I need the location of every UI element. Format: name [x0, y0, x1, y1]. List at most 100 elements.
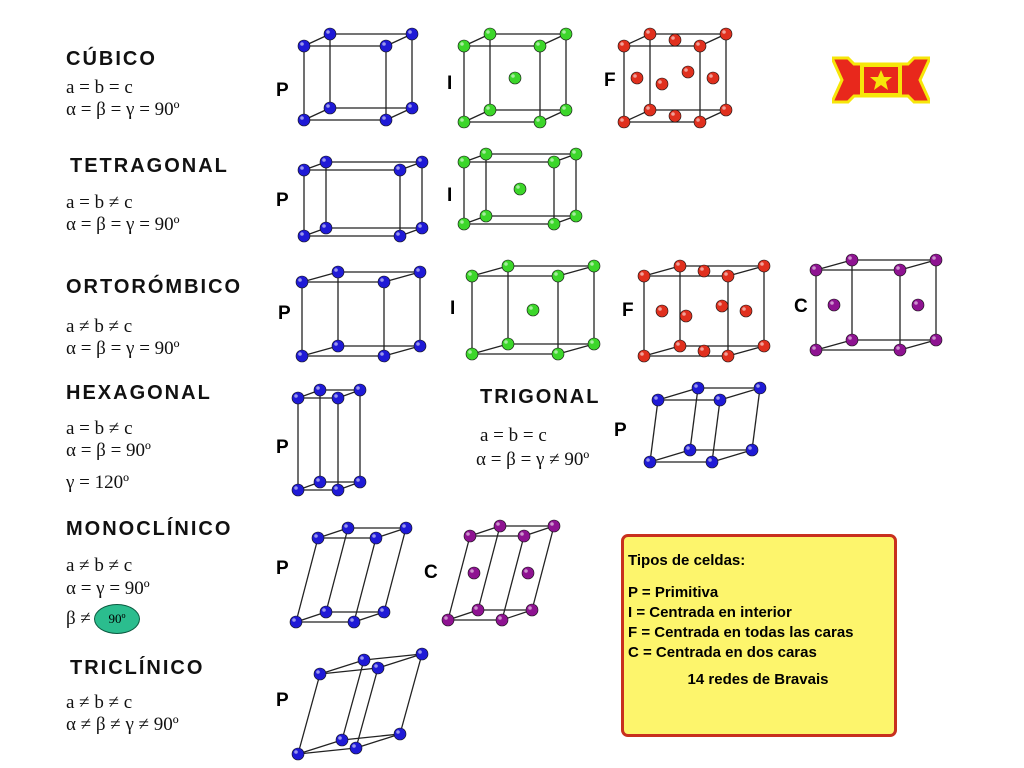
atom-highlight	[496, 522, 500, 526]
ortorombico-c-cell	[809, 253, 944, 358]
cubico-p-cell	[297, 27, 420, 128]
tetragonal-i-cell	[457, 147, 584, 232]
atom	[673, 339, 687, 353]
atom-highlight	[550, 158, 554, 162]
atom-highlight	[326, 104, 330, 108]
atom	[331, 339, 345, 353]
atom-highlight	[418, 224, 422, 228]
atom-highlight	[760, 342, 764, 346]
monoclinico-param-0: a ≠ b ≠ c	[66, 555, 133, 576]
atom	[319, 155, 333, 169]
atom-highlight	[470, 569, 474, 573]
atom	[893, 263, 907, 277]
atom-highlight	[334, 486, 338, 490]
atom-highlight	[468, 350, 472, 354]
atom	[547, 155, 561, 169]
atom	[809, 343, 823, 357]
cubico-i-label: I	[447, 73, 453, 94]
atom-highlight	[572, 150, 576, 154]
atom	[353, 475, 367, 489]
atom-highlight	[418, 158, 422, 162]
triclinico-title: TRICLÍNICO	[70, 657, 205, 679]
atom	[313, 383, 327, 397]
atom	[319, 605, 333, 619]
atom	[297, 113, 311, 127]
atom	[706, 71, 720, 85]
atom-highlight	[338, 736, 342, 740]
atom	[715, 299, 729, 313]
atom-highlight	[504, 262, 508, 266]
atom-highlight	[382, 42, 386, 46]
tetragonal-p-cell	[297, 155, 430, 244]
atom-highlight	[696, 118, 700, 122]
legend-footer: 14 redes de Bravais	[687, 671, 829, 688]
atom	[745, 443, 759, 457]
atom	[405, 101, 419, 115]
atom	[697, 344, 711, 358]
atom	[331, 483, 345, 497]
atom	[911, 298, 925, 312]
atom-highlight	[396, 730, 400, 734]
atom-highlight	[516, 185, 520, 189]
atom	[479, 147, 493, 161]
ortorombico-title: ORTORÓMBICO	[66, 276, 243, 298]
atom	[377, 275, 391, 289]
monoclinico-param-1: α = γ = 90º	[66, 578, 150, 599]
atom	[323, 27, 337, 41]
cubico-f-label: F	[604, 70, 616, 91]
atom-highlight	[812, 266, 816, 270]
atom-highlight	[316, 386, 320, 390]
atom-highlight	[718, 302, 722, 306]
atom-highlight	[380, 608, 384, 612]
atom	[295, 275, 309, 289]
atom-highlight	[294, 486, 298, 490]
atom	[405, 27, 419, 41]
atom	[673, 259, 687, 273]
atom-highlight	[416, 268, 420, 272]
atom-highlight	[724, 352, 728, 356]
atom	[465, 269, 479, 283]
beta-angle-badge[interactable]: 90º	[94, 604, 140, 634]
monoclinico-p-cell	[289, 521, 414, 630]
atom	[697, 264, 711, 278]
atom-highlight	[676, 262, 680, 266]
tetragonal-p-label: P	[276, 190, 289, 211]
cubico-p-label: P	[276, 80, 289, 101]
ortorombico-i-cell	[465, 259, 602, 362]
cell-types-legend: Tipos de celdas: P = Primitiva I = Centr…	[621, 534, 897, 737]
trigonal-param-1: α = β = γ ≠ 90º	[476, 449, 590, 470]
atom	[471, 603, 485, 617]
atom-highlight	[590, 262, 594, 266]
atom-highlight	[696, 42, 700, 46]
atom-highlight	[709, 74, 713, 78]
atom	[569, 147, 583, 161]
legend-item-face-centered: F = Centrada en todas las caras	[628, 624, 854, 641]
atom-highlight	[716, 396, 720, 400]
atom-highlight	[914, 301, 918, 305]
atom-highlight	[686, 446, 690, 450]
atom	[377, 605, 391, 619]
hexagonal-param-1: α = β = 90º	[66, 440, 151, 461]
atom-highlight	[896, 266, 900, 270]
atom-highlight	[356, 478, 360, 482]
atom	[465, 347, 479, 361]
atom	[643, 455, 657, 469]
atom-highlight	[498, 616, 502, 620]
atom	[369, 531, 383, 545]
atom	[547, 217, 561, 231]
atom	[630, 71, 644, 85]
atom-highlight	[372, 534, 376, 538]
hexagonal-param-2: γ = 120º	[66, 472, 130, 493]
ortorombico-param-0: a ≠ b ≠ c	[66, 316, 133, 337]
atom	[295, 349, 309, 363]
tetragonal-param-0: a = b ≠ c	[66, 192, 133, 213]
trigonal-p-cell	[643, 381, 768, 470]
atom	[691, 381, 705, 395]
atom	[493, 519, 507, 533]
atom-highlight	[524, 569, 528, 573]
atom-highlight	[300, 166, 304, 170]
atom-highlight	[402, 524, 406, 528]
atom	[526, 303, 540, 317]
atom	[683, 443, 697, 457]
atom-highlight	[620, 42, 624, 46]
